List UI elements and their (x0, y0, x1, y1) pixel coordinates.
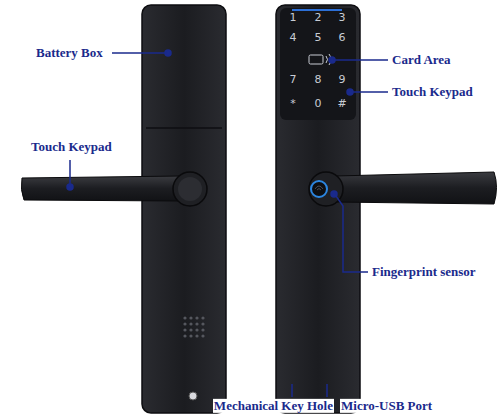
part-callout: Touch Keypad (391, 85, 474, 99)
key-digit: 0 (315, 98, 322, 110)
part-callout: Card Area (391, 53, 452, 67)
key-digit: * (290, 98, 296, 110)
key-digit: 9 (339, 74, 346, 86)
key-digit: 5 (315, 32, 322, 44)
part-callout: Touch Keypad (30, 140, 113, 154)
key-digit: 2 (315, 12, 322, 24)
key-digit: 3 (339, 12, 346, 24)
key-digit: 1 (290, 12, 297, 24)
part-callout: Fingerprint sensor (371, 265, 477, 279)
part-callout: Battery Box (35, 46, 104, 60)
key-digit: # (337, 98, 346, 110)
part-callout: Mechanical Key Hole (213, 399, 334, 413)
key-digit: 7 (290, 74, 297, 86)
part-callout: Micro-USB Port (340, 399, 433, 413)
key-digit: 4 (290, 32, 297, 44)
key-digit: 8 (315, 74, 322, 86)
key-digit: 6 (339, 32, 346, 44)
